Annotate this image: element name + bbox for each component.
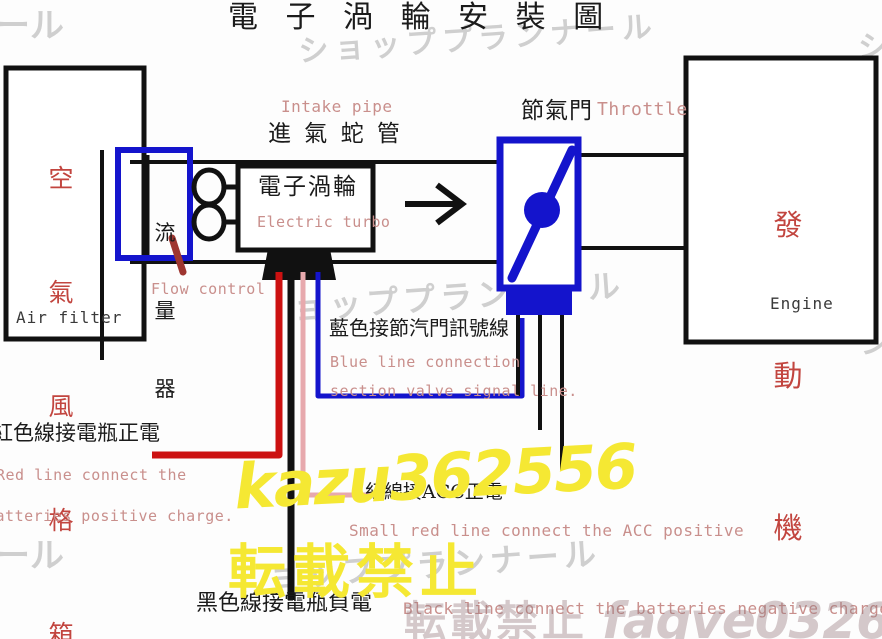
electric-turbo-cjk-label: 電子渦輪 [258, 174, 358, 200]
flow-control-pointer [168, 234, 187, 276]
intake-pipe-cjk-label: 進 氣 蛇 管 [268, 121, 403, 147]
blue-wire-cjk-label: 藍色接節汽門訊號線 [329, 316, 509, 340]
throttle-cjk-label: 節氣門 [521, 98, 593, 124]
throttle-connector-block [506, 285, 572, 315]
black-battery-cjk-label: 黑色線接電瓶負電 [196, 591, 373, 616]
engine-cjk-label: 發 動 機 [771, 99, 805, 639]
black-battery-en-label: Black line connect the batteries negativ… [403, 599, 882, 618]
intake-pipe-en-label: Intake pipe [281, 97, 393, 116]
flow-meter-cjk-label: 流 量 器 [152, 168, 178, 454]
airflow-arrow [405, 182, 467, 226]
electric-turbo-en-label: Electric turbo [257, 213, 391, 231]
page-title: 電 子 渦 輪 安 裝 圖 [228, 0, 613, 35]
flow-meter-char-3: 器 [154, 377, 176, 402]
red-acc-cjk-label: 紅線接ACC正電 [365, 481, 503, 503]
air-filter-char-4: 格 [48, 506, 74, 535]
red-acc-wire [300, 272, 372, 498]
engine-box [683, 55, 879, 345]
engine-char-1: 發 [773, 207, 803, 242]
red-battery-cjk-label: 紅色線接電瓶正電 [0, 421, 160, 445]
air-filter-char-3: 風 [48, 392, 74, 421]
turbo-fan-upper [191, 167, 227, 207]
air-filter-cjk-label: 空 氣 風 格 箱 [44, 84, 78, 639]
blue-signal-wire [315, 272, 525, 399]
turbo-fan-lower [191, 202, 227, 242]
engine-char-2: 動 [773, 359, 803, 394]
air-filter-char-5: 箱 [48, 620, 74, 639]
engine-char-3: 機 [773, 510, 803, 545]
throttle-valve-pivot [524, 192, 560, 228]
red-battery-en-label-line1: Red line connect the [0, 466, 187, 484]
turbo-wire-connector-block [262, 249, 336, 280]
air-filter-char-2: 氣 [48, 278, 74, 307]
throttle-en-label: Throttle [597, 99, 688, 120]
engine-en-label: Engine [770, 294, 834, 313]
air-filter-en-label: Air filter [16, 308, 123, 327]
red-acc-en-label: Small red line connect the ACC positive [349, 521, 745, 540]
blue-wire-en-label-line1: Blue line connection [330, 353, 521, 371]
flow-meter-box [115, 147, 193, 261]
red-battery-wire [152, 272, 283, 459]
flow-meter-char-2: 量 [154, 299, 176, 324]
flow-control-en-label: Flow control [151, 280, 266, 298]
red-battery-en-label-line2: batteries positive charge. [0, 507, 234, 525]
blue-wire-en-label-line2: section valve signal line. [330, 382, 578, 400]
air-filter-char-1: 空 [48, 164, 74, 193]
electric-turbo-box [235, 163, 376, 253]
flow-meter-char-1: 流 [154, 221, 176, 246]
